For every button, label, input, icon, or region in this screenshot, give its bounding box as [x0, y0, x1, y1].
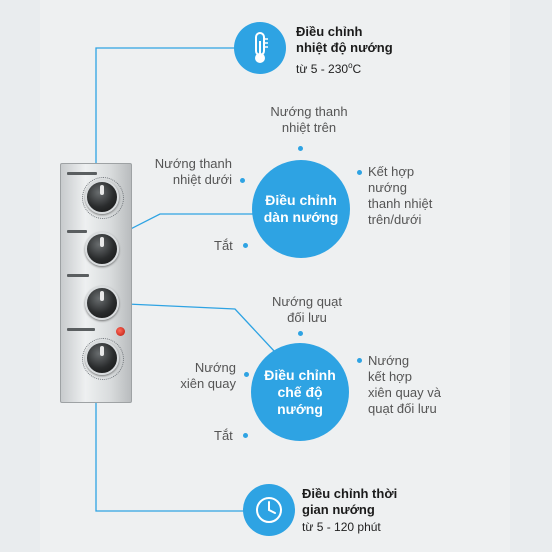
mode-option-off: Tắt — [214, 428, 233, 443]
indicator-lamp — [116, 327, 125, 336]
knob-label-temperature — [67, 172, 97, 175]
clock-icon — [243, 484, 295, 536]
heating-option-left: Nướng thanh nhiệt dưới — [134, 156, 232, 188]
mode-circle-line1: Điều chỉnh — [264, 366, 336, 383]
mode-circle: Điều chỉnh chế độ nướng — [251, 343, 349, 441]
mode-option-right-line4: quạt đối lưu — [368, 401, 437, 416]
heating-circle-line1: Điều chỉnh — [265, 192, 337, 208]
mode-option-off-dot — [243, 433, 248, 438]
mode-option-left-line2: xiên quay — [180, 376, 236, 391]
mode-option-left-dot — [244, 372, 249, 377]
temperature-connector — [95, 47, 236, 176]
mode-option-left-line1: Nướng — [194, 360, 236, 375]
oven-control-panel — [60, 163, 132, 403]
heating-option-top: Nướng thanh nhiệt trên — [255, 104, 363, 136]
heating-option-left-dot — [240, 178, 245, 183]
temperature-dial-scale — [82, 177, 124, 219]
timer-connector — [95, 375, 245, 512]
knob-label-heating — [67, 230, 87, 233]
temperature-range-unit: C — [352, 62, 362, 76]
timer-range: từ 5 - 120 phút — [302, 520, 381, 534]
timer-dial-scale — [82, 338, 124, 380]
timer-knob[interactable] — [85, 341, 119, 375]
mode-option-top: Nướng quạt đối lưu — [252, 294, 362, 326]
heating-circle-line2: dàn nướng — [263, 209, 339, 225]
heating-option-off-dot — [243, 243, 248, 248]
heating-option-left-line2: nhiệt dưới — [172, 172, 232, 187]
knob-label-timer — [67, 328, 95, 331]
mode-option-right-line1: Nướng — [368, 353, 410, 368]
heating-option-right-line1: Kết hợp — [368, 164, 415, 179]
temperature-range: từ 5 - 230oC — [296, 58, 361, 77]
mode-knob[interactable] — [85, 286, 119, 320]
mode-option-right-dot — [357, 358, 362, 363]
heating-option-top-dot — [298, 146, 303, 151]
heating-option-top-line2: nhiệt trên — [281, 120, 337, 135]
heating-option-left-line1: Nướng thanh — [154, 156, 232, 171]
heating-element-knob[interactable] — [85, 232, 119, 266]
temperature-title-line2: nhiệt độ nướng — [296, 40, 393, 55]
temperature-range-value: từ 5 - 230 — [296, 62, 349, 76]
heating-option-right-dot — [357, 170, 362, 175]
heating-option-right-line3: thanh nhiệt — [368, 196, 433, 211]
mode-option-right-line3: xiên quay và — [368, 385, 441, 400]
heating-option-right-line2: nướng — [368, 180, 407, 195]
knob-label-mode — [67, 274, 89, 277]
mode-option-top-line1: Nướng quạt — [272, 294, 342, 309]
heating-option-top-line1: Nướng thanh — [270, 104, 348, 119]
mode-option-top-line2: đối lưu — [287, 310, 327, 325]
timer-title-line1: Điều chỉnh thời — [302, 486, 398, 501]
thermometer-icon — [234, 22, 286, 74]
mode-option-left: Nướng xiên quay — [160, 360, 236, 392]
heating-option-right: Kết hợp nướng thanh nhiệt trên/dưới — [368, 164, 432, 228]
timer-title: Điều chỉnh thời gian nướng — [302, 486, 397, 518]
heating-element-circle: Điều chỉnh dàn nướng — [252, 160, 350, 258]
degree-mark: o — [348, 61, 353, 70]
mode-option-right-line2: kết hợp — [368, 369, 412, 384]
temperature-knob[interactable] — [85, 180, 119, 214]
temperature-title: Điều chỉnh nhiệt độ nướng — [296, 24, 393, 56]
mode-connector — [104, 302, 276, 353]
heating-option-off: Tắt — [214, 238, 233, 253]
mode-option-right: Nướng kết hợp xiên quay và quạt đối lưu — [368, 353, 441, 417]
mode-circle-line3: nướng — [277, 400, 323, 417]
temperature-title-line1: Điều chỉnh — [296, 24, 363, 39]
heating-option-right-line4: trên/dưới — [368, 212, 422, 227]
mode-circle-line2: chế độ — [277, 383, 323, 400]
timer-title-line2: gian nướng — [302, 502, 375, 517]
mode-option-top-dot — [298, 331, 303, 336]
